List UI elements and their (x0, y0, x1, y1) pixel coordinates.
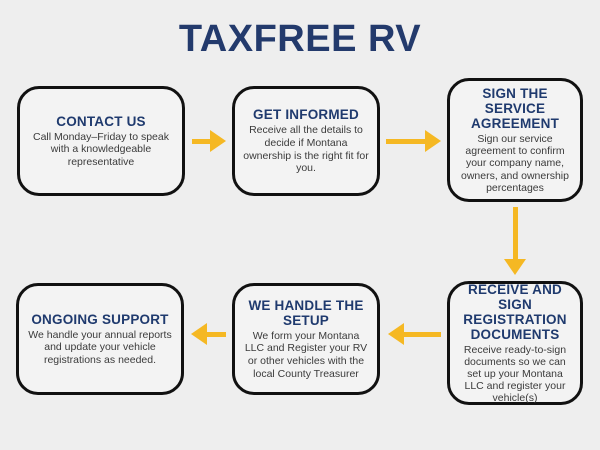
flow-step-body: Sign our service agreement to confirm yo… (461, 132, 569, 194)
arrow-down-icon (504, 207, 526, 275)
flow-step-heading: ONGOING SUPPORT (31, 311, 169, 327)
arrow-left-icon (388, 323, 441, 345)
arrow-head (388, 323, 404, 345)
arrow-shaft (192, 138, 210, 144)
flow-step-contact-us[interactable]: CONTACT US Call Monday–Friday to speak w… (17, 86, 185, 196)
arrow-head (425, 130, 441, 152)
page-title: TAXFREE RV (178, 18, 422, 60)
arrow-head (210, 130, 226, 152)
flow-step-sign-agreement[interactable]: SIGN THE SERVICE AGREEMENT Sign our serv… (447, 78, 583, 202)
arrow-shaft (386, 138, 425, 144)
flow-step-ongoing-support[interactable]: ONGOING SUPPORT We handle your annual re… (16, 283, 184, 395)
flow-step-body: We handle your annual reports and update… (28, 328, 172, 366)
arrow-right-icon (192, 130, 226, 152)
flow-step-body: We form your Montana LLC and Register yo… (244, 329, 368, 380)
arrow-head (191, 323, 207, 345)
flow-step-heading: CONTACT US (56, 113, 146, 129)
flow-step-heading: RECEIVE AND SIGN REGISTRATION DOCUMENTS (463, 281, 567, 342)
arrow-head (504, 259, 526, 275)
flow-step-body: Call Monday–Friday to speak with a knowl… (33, 130, 169, 168)
flow-step-receive-documents[interactable]: RECEIVE AND SIGN REGISTRATION DOCUMENTS … (447, 281, 583, 405)
arrow-right-icon (386, 130, 441, 152)
arrow-shaft (512, 207, 518, 259)
arrow-shaft (207, 331, 226, 337)
arrow-shaft (404, 331, 441, 337)
flow-step-get-informed[interactable]: GET INFORMED Receive all the details to … (232, 86, 380, 196)
flow-step-body: Receive ready-to-sign documents so we ca… (463, 343, 567, 405)
flow-step-handle-setup[interactable]: WE HANDLE THE SETUP We form your Montana… (232, 283, 380, 395)
flow-step-heading: WE HANDLE THE SETUP (248, 297, 364, 328)
flow-step-heading: GET INFORMED (253, 107, 359, 123)
flow-step-body: Receive all the details to decide if Mon… (243, 124, 369, 175)
flow-step-heading: SIGN THE SERVICE AGREEMENT (470, 85, 560, 131)
arrow-left-icon (191, 323, 226, 345)
